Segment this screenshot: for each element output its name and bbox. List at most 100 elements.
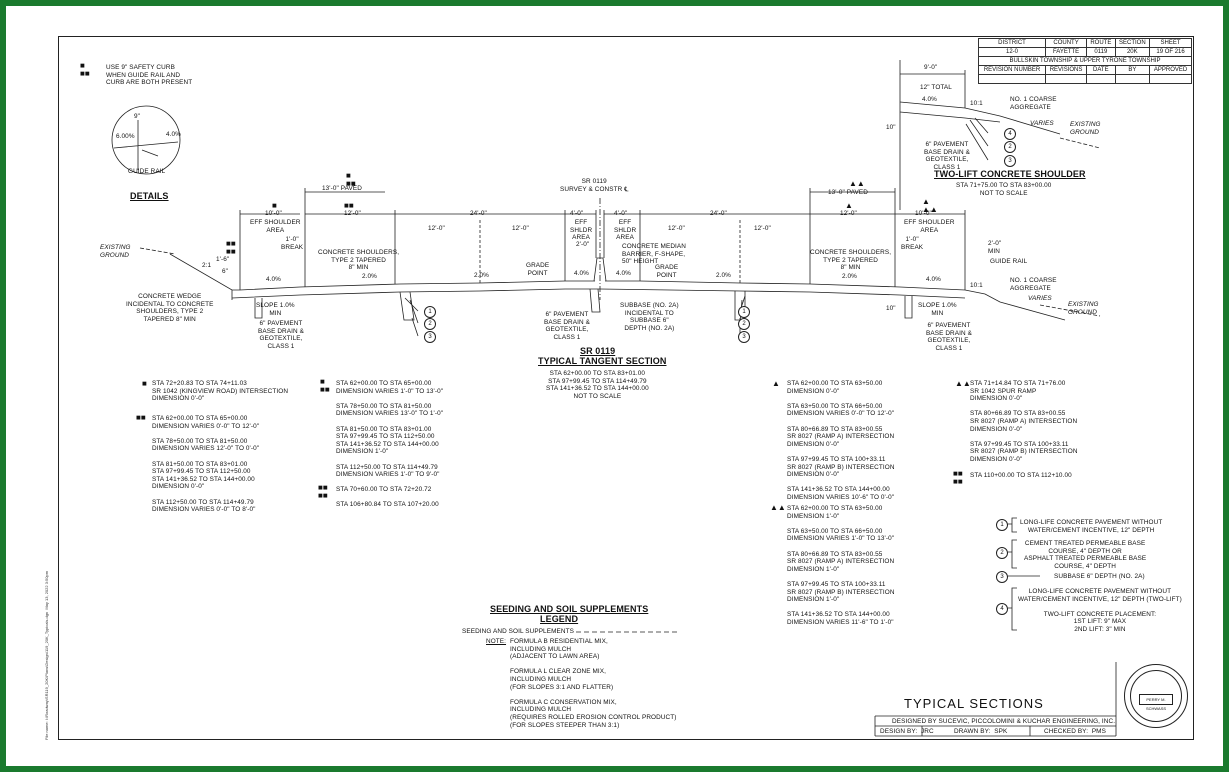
shoulder-stations: STA 71+75.00 TO STA 83+00.00 NOT TO SCAL… [956, 182, 1052, 197]
details-slope1: 6.00% [116, 133, 135, 140]
note-symbol-a2: ■■ [136, 413, 146, 422]
coarse-aggregate: NO. 1 COARSE AGGREGATE [1010, 277, 1057, 292]
dim-12-right: 12'-0" [840, 210, 857, 217]
drain-label-right: 6" PAVEMENT BASE DRAIN & GEOTEXTILE, CLA… [926, 322, 972, 352]
note-symbol-b1: ■■■ [320, 377, 330, 394]
slope-40a: 4.0% [266, 276, 281, 283]
eff-shoulder-right: EFF SHOULDER AREA [904, 219, 955, 234]
rev-revisions: REVISIONS [1044, 65, 1088, 75]
section-title: SR 0119 [580, 346, 616, 356]
drain-label-left: 6" PAVEMENT BASE DRAIN & GEOTEXTILE, CLA… [258, 320, 304, 350]
details-circle [111, 105, 181, 175]
slope-min-right: SLOPE 1.0% MIN [918, 302, 957, 317]
slope-20b: 2.0% [474, 272, 489, 279]
note-symbol-c2: ▲▲ [770, 503, 786, 512]
paved-right: 13'-0" PAVED [828, 189, 868, 196]
symbol-squares-d: ■■■■ [226, 239, 236, 256]
section-subtitle: TYPICAL TANGENT SECTION [538, 356, 667, 366]
notes-b1: STA 62+00.00 TO STA 65+00.00 DIMENSION V… [336, 380, 444, 479]
dim-10-right: 10'-0" [915, 210, 932, 217]
pavement-left-top [169, 253, 595, 291]
note-symbol-b2: ■■■■ [318, 483, 328, 500]
note-symbol-d1: ▲▲ [955, 379, 971, 388]
symbol-triangles-a: ▲▲ [849, 179, 865, 188]
notes-c2: STA 62+00.00 TO STA 63+50.00 DIMENSION 1… [787, 505, 895, 626]
note-symbol-d2: ■■■■ [953, 469, 963, 486]
shoulder-coarse: NO. 1 COARSE AGGREGATE [1010, 96, 1057, 111]
rev-date: DATE [1086, 65, 1116, 75]
shoulder-slope-10-1: 10:1 [970, 100, 983, 107]
details-slope2: 4.0% [166, 131, 181, 138]
legend-item-1: LONG-LIFE CONCRETE PAVEMENT WITHOUT WATE… [1020, 519, 1163, 534]
val-route: 0119 [1086, 47, 1116, 57]
hdr-section: SECTION [1114, 38, 1151, 48]
eff-shoulder-left: EFF SHOULDER AREA [250, 219, 301, 234]
eff-shldr-left: EFF SHLDR AREA [570, 219, 593, 242]
median-barrier-label: CONCRETE MEDIAN BARRIER, F-SHAPE, 50" HE… [622, 243, 686, 266]
shoulder-top [899, 101, 1061, 135]
legend-item-3: SUBBASE 6" DEPTH (NO. 2A) [1054, 573, 1145, 580]
hdr-county: COUNTY [1044, 38, 1088, 48]
shoulder-slope: 4.0% [922, 96, 937, 103]
dim-12-left: 12'-0" [344, 210, 361, 217]
symbol-squares-a: ■■■ [346, 171, 356, 188]
slope-min-left: SLOPE 1.0% MIN [256, 302, 295, 317]
notes-d1: STA 71+14.84 TO STA 71+76.00 SR 1042 SPU… [970, 380, 1078, 463]
val-county: FAYETTE [1044, 47, 1088, 57]
file-path-vertical: File name: I:\Roadway\SR119_20K\Plans\De… [44, 570, 49, 740]
drain-right [904, 296, 913, 319]
shoulder-dim-9: 9'-0" [924, 64, 938, 71]
shoulder-drain: 6" PAVEMENT BASE DRAIN & GEOTEXTILE, CLA… [924, 141, 970, 171]
rev-number: REVISION NUMBER [978, 65, 1046, 75]
slope-20d: 2.0% [842, 273, 857, 280]
break-left: 1'-0" BREAK [281, 236, 304, 251]
dim-6: 6" [222, 268, 229, 275]
conc-shoulders-right: CONCRETE SHOULDERS, TYPE 2 TAPERED 8" MI… [810, 249, 892, 272]
details-guide-rail: GUIDE RAIL [128, 168, 166, 175]
notes-c1: STA 62+00.00 TO STA 63+50.00 DIMENSION 0… [787, 380, 895, 501]
slope-20a: 2.0% [362, 273, 377, 280]
dim-12d: 12'-0" [754, 225, 771, 232]
drawing-sheet [58, 36, 1194, 740]
slope-20c: 2.0% [716, 272, 731, 279]
slope-40c: 4.0% [616, 270, 631, 277]
symbol-triangle-b: ▲ [845, 201, 853, 210]
hdr-route: ROUTE [1086, 38, 1116, 48]
slope-40d: 4.0% [926, 276, 941, 283]
drain-left [254, 298, 263, 319]
hdr-sheet: SHEET [1149, 38, 1192, 48]
slope-10-1: 10:1 [970, 282, 983, 289]
dim-4b: 4'-0" [614, 210, 628, 217]
shoulder-callout-3: 3 [1004, 155, 1016, 167]
concrete-wedge: CONCRETE WEDGE INCIDENTAL TO CONCRETE SH… [126, 293, 214, 323]
shoulder-dim-10: 10" [886, 124, 896, 131]
designed-by: DESIGNED BY SUCEVIC, PICCOLOMINI & KUCHA… [892, 718, 1116, 725]
sheet-title: TYPICAL SECTIONS [904, 696, 1044, 711]
seeding-supplements: SEEDING AND SOIL SUPPLEMENTS [462, 628, 574, 635]
dim-12b: 12'-0" [512, 225, 529, 232]
varies-label: VARIES [1028, 295, 1052, 302]
drain-center [589, 288, 601, 313]
legend-callout-2: 2 [996, 547, 1008, 559]
slope-2-1: 2:1 [202, 262, 212, 269]
callout-3-right: 3 [738, 331, 750, 343]
dim-2-min: 2'-0" MIN [988, 240, 1002, 255]
seeding-body: FORMULA B RESIDENTIAL MIX, INCLUDING MUL… [510, 638, 677, 729]
existing-ground-right: EXISTING GROUND [1068, 301, 1099, 316]
symbol-triangles-c: ▲▲▲ [922, 197, 938, 214]
dim-1-6: 1'-6" [216, 256, 230, 263]
checked-by: CHECKED BY: PMS [1044, 728, 1106, 735]
dim-10-in: 10" [886, 305, 896, 312]
notes-a2: STA 62+00.00 TO STA 65+00.00 DIMENSION V… [152, 415, 260, 514]
details-title: DETAILS [130, 191, 169, 201]
survey-label: SR 0119 SURVEY & CONSTR ℄ [560, 178, 629, 193]
grade-point-right: GRADE POINT [655, 264, 679, 279]
pavement-left-bottom [231, 288, 600, 299]
seeding-title: SEEDING AND SOIL SUPPLEMENTS [490, 604, 649, 614]
shoulder-varies: VARIES [1030, 120, 1054, 127]
dim-12a: 12'-0" [428, 225, 445, 232]
legend-item-2: CEMENT TREATED PERMEABLE BASE COURSE, 4"… [1024, 540, 1147, 570]
note-symbol-a1: ■ [142, 379, 147, 388]
subbase-label: SUBBASE (NO. 2A) INCIDENTAL TO SUBBASE 6… [620, 302, 679, 332]
